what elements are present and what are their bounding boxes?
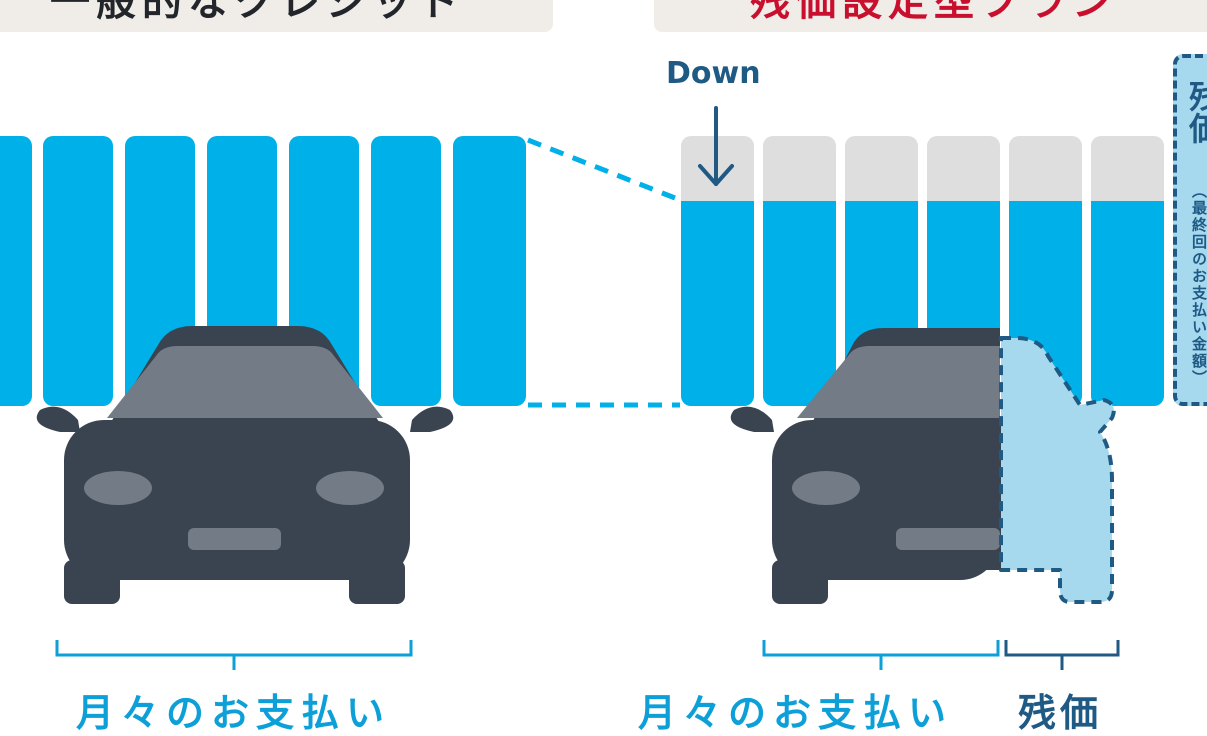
payment-bar: [371, 136, 441, 406]
residual-value-box: 残価 （最終回のお支払い金額）: [1173, 54, 1207, 406]
right-plan-title: 残価設定型プラン: [750, 0, 1118, 25]
car-icon: [730, 328, 1002, 604]
monthly-payment-label-right: 月々のお支払い: [638, 691, 954, 735]
payment-bar: [0, 136, 32, 406]
reduced-payment-bar: [681, 136, 754, 406]
reduced-payment-bar: [763, 136, 836, 406]
connector-line-top: [527, 137, 681, 203]
left-plan-title: 一般的なクレジット: [50, 0, 464, 25]
bracket-icon: [762, 640, 1000, 670]
monthly-payment-label-left: 月々のお支払い: [76, 691, 392, 735]
header-tab-right: 残価設定型プラン: [654, 0, 1207, 32]
down-arrow-icon: [698, 106, 734, 186]
header-tab-left: 一般的なクレジット: [0, 0, 553, 32]
down-label: Down: [666, 56, 761, 91]
residual-box-title: 残価: [1184, 80, 1207, 144]
payment-bar: [453, 136, 526, 406]
residual-value-car-half: [999, 336, 1116, 604]
car-icon: [36, 326, 454, 604]
bracket-icon: [55, 640, 413, 670]
residual-box-note: （最終回のお支払い金額）: [1190, 183, 1207, 387]
reduced-payment-bar: [1091, 136, 1164, 406]
bracket-icon: [1004, 640, 1120, 670]
payment-bar: [43, 136, 113, 406]
residual-value-label: 残価: [1018, 691, 1103, 735]
